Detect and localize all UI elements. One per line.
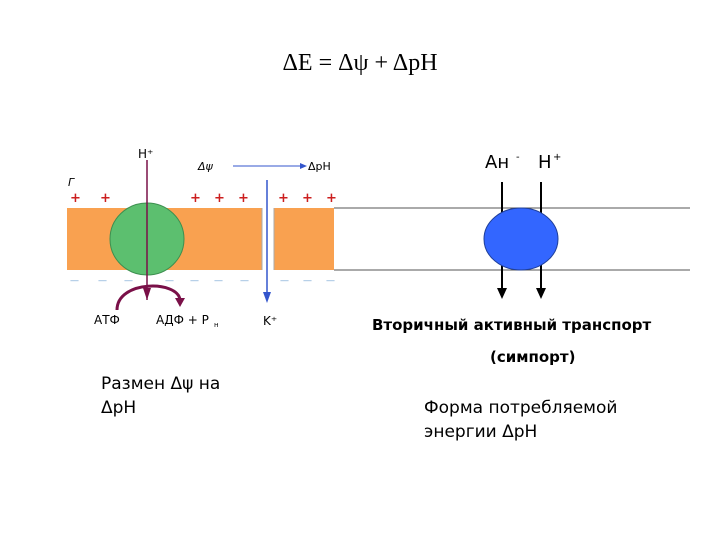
right-h-superscript: +	[553, 152, 561, 163]
symporter-icon	[483, 207, 559, 271]
plus-sign: +	[326, 191, 337, 206]
minus-sign: —	[124, 276, 133, 286]
atp-label: АТФ	[94, 313, 120, 327]
energy-formula: ΔE = Δψ + ΔpH	[282, 50, 438, 76]
adp-subscript: н	[214, 321, 219, 329]
plus-sign: +	[214, 191, 225, 206]
plus-sign: +	[100, 191, 111, 206]
right-caption: Форма потребляемой энергии ΔpH	[424, 396, 664, 444]
minus-sign: —	[214, 276, 223, 286]
left-caption: Размен Δψ на ΔpH	[101, 372, 261, 420]
left-caption-line1: Размен Δψ на	[101, 374, 221, 394]
minus-sign: —	[70, 276, 79, 286]
anion-label: Ан	[485, 152, 509, 173]
right-caption-line1: Форма потребляемой	[424, 398, 618, 418]
left-caption-line2: ΔpH	[101, 398, 137, 418]
plus-sign: +	[190, 191, 201, 206]
right-h-label: H	[538, 152, 552, 173]
delta-ph-label: ΔpH	[308, 160, 331, 173]
secondary-transport-title: Вторичный активный транспорт	[372, 316, 652, 334]
minus-sign: —	[240, 276, 249, 286]
plus-sign: +	[302, 191, 313, 206]
minus-sign: —	[303, 276, 312, 286]
symport-subtitle: (симпорт)	[490, 348, 576, 366]
plus-sign: +	[278, 191, 289, 206]
k-plus-label: K⁺	[263, 314, 277, 328]
h-plus-label: H⁺	[138, 147, 153, 161]
delta-psi-label: Δψ	[197, 160, 214, 173]
minus-sign: —	[326, 276, 335, 286]
minus-sign: —	[280, 276, 289, 286]
anion-superscript: -	[516, 152, 520, 163]
plus-sign: +	[70, 191, 81, 206]
adp-label: АДФ + Р	[156, 313, 209, 327]
positive-charges: + + + + + + + +	[70, 191, 337, 206]
negative-charges: — — — — — — — — — —	[70, 276, 335, 286]
minus-sign: —	[190, 276, 199, 286]
gamma-label: Г	[68, 176, 75, 189]
right-caption-line2: энергии ΔpH	[424, 422, 538, 442]
plus-sign: +	[238, 191, 249, 206]
membrane-segment-right	[274, 208, 334, 270]
atp-synthesis-arrow	[115, 284, 182, 311]
minus-sign: —	[98, 276, 107, 286]
minus-sign: —	[165, 276, 174, 286]
